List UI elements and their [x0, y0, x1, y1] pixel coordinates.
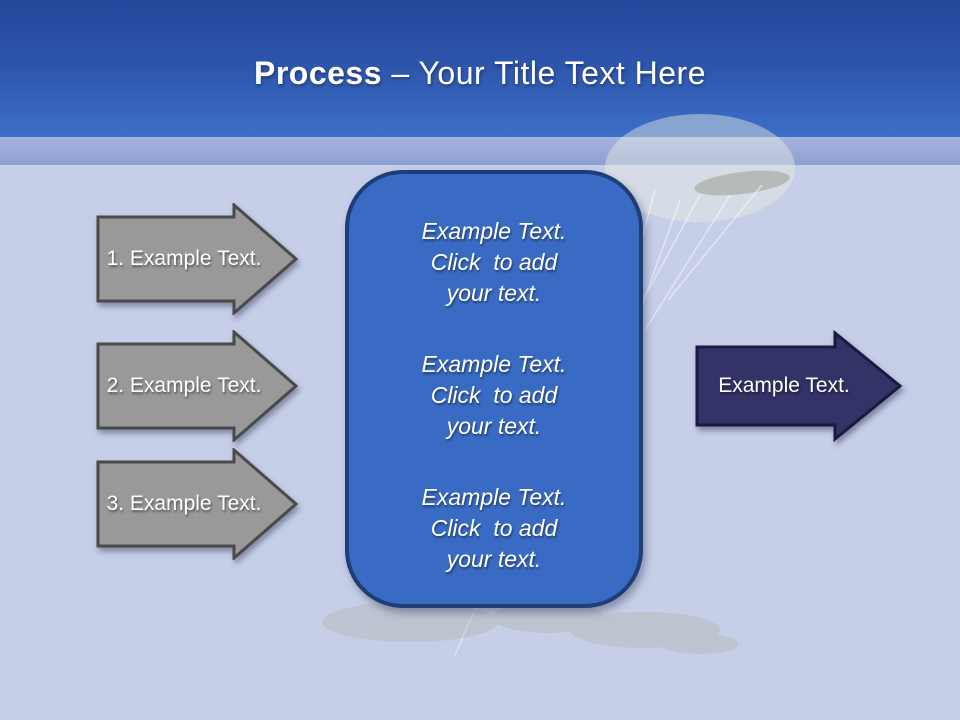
panel-text-line: Example Text. [421, 351, 567, 377]
right-arrow-shape-icon [96, 201, 299, 317]
slide-title: Process – Your Title Text Here [0, 55, 960, 92]
right-arrow-shape-icon [96, 446, 299, 562]
panel-text-line: Example Text. [421, 218, 567, 244]
panel-text-line: Click to add [430, 382, 558, 408]
panel-text-line: your text. [446, 546, 542, 572]
right-arrow-shape-icon [96, 328, 299, 444]
panel-text-line: your text. [446, 413, 542, 439]
result-arrow: Example Text. [695, 329, 903, 443]
panel-text-block-1: Example Text. Click to add your text. [422, 216, 567, 309]
panel-text-line: Click to add [430, 515, 558, 541]
process-step-3-label: 3. Example Text. [106, 492, 262, 515]
right-arrow-shape-icon [695, 329, 903, 443]
process-step-2-label: 2. Example Text. [106, 374, 262, 397]
title-bar: Process – Your Title Text Here [0, 0, 960, 137]
center-text-panel: Example Text. Click to add your text. Ex… [345, 170, 643, 608]
panel-text-line: Click to add [430, 249, 558, 275]
process-step-1-label: 1. Example Text. [106, 247, 262, 270]
result-arrow-label: Example Text. [718, 374, 850, 397]
panel-text-line: your text. [446, 280, 542, 306]
panel-text-block-3: Example Text. Click to add your text. [422, 482, 567, 575]
title-keyword: Process [253, 55, 383, 91]
title-subtitle: – Your Title Text Here [391, 55, 706, 91]
process-step-3-arrow: 3. Example Text. [96, 446, 299, 562]
panel-text-block-2: Example Text. Click to add your text. [422, 349, 567, 442]
header-accent-band [0, 137, 960, 165]
process-step-2-arrow: 2. Example Text. [96, 328, 299, 444]
process-step-1-arrow: 1. Example Text. [96, 201, 299, 317]
panel-text-line: Example Text. [421, 484, 567, 510]
